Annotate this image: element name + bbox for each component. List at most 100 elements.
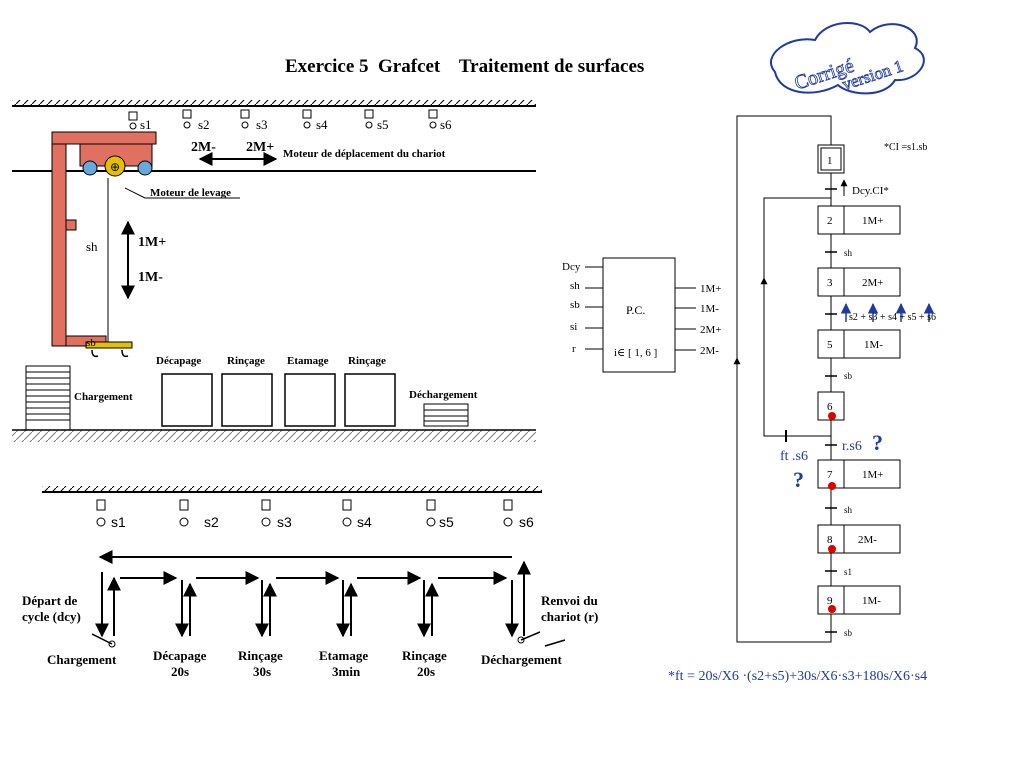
active-dot — [828, 545, 836, 553]
svg-text:2: 2 — [827, 215, 833, 227]
svg-text:6: 6 — [827, 401, 833, 413]
svg-text:s3: s3 — [256, 117, 268, 132]
transition-label: r.s6 — [842, 439, 862, 454]
svg-text:1M-: 1M- — [864, 339, 883, 351]
bottom-station-time: 3min — [332, 664, 361, 679]
svg-text:1M-: 1M- — [862, 595, 881, 607]
svg-text:s1: s1 — [111, 514, 126, 530]
lift-up-label: 1M+ — [138, 235, 166, 250]
move-minus-label: 2M- — [191, 140, 216, 155]
question-mark: ? — [872, 430, 883, 455]
bottom-station-time: 20s — [171, 664, 189, 679]
corrige-stamp: Corrigé version 1 — [770, 21, 925, 95]
unload-label: Déchargement — [409, 389, 478, 401]
pc-input: sb — [570, 299, 580, 311]
svg-text:1: 1 — [827, 155, 833, 167]
grafcet-step-8: 8 2M- — [817, 524, 901, 554]
sensor-b-label: sb — [86, 337, 96, 349]
pc-label: P.C. — [626, 303, 645, 317]
question-mark: ? — [793, 467, 804, 492]
lift-motor-label: Moteur de levage — [150, 187, 231, 199]
bottom-station-name: Déchargement — [481, 652, 563, 667]
svg-text:s5: s5 — [439, 514, 454, 530]
ci-note: *CI =s1.sb — [884, 142, 927, 153]
bottom-station-time: 20s — [417, 664, 435, 679]
transition-label: sb — [844, 628, 853, 638]
station-label: Décapage — [156, 355, 201, 367]
load-stack — [25, 365, 71, 431]
bottom-sensor-s2: s2 — [179, 499, 219, 530]
top-sensor-s2: s2 — [182, 109, 210, 132]
bottom-drawing: s1 s2 s3 s4 s5 s6 — [22, 486, 598, 679]
pc-output: 1M- — [700, 303, 719, 315]
top-sensor-s5: s5 — [364, 109, 389, 132]
top-drawing: s1 s2 s3 s4 s5 s6 ⊕ 2M- 2M+ Moteur de dé… — [12, 100, 536, 442]
pc-block: P.C. i∈ [ 1, 6 ] Dcy sh sb si r 1M+ 1M- … — [562, 257, 721, 373]
transition-3-arrows — [840, 302, 935, 322]
crane-trolley: ⊕ — [51, 131, 157, 358]
bottom-station-name: Etamage — [319, 648, 368, 663]
active-dot — [828, 482, 836, 490]
svg-text:7: 7 — [827, 469, 833, 481]
return-label-2: chariot (r) — [541, 609, 598, 624]
pc-output: 2M+ — [700, 324, 721, 336]
svg-text:3: 3 — [827, 277, 833, 289]
pc-input: sh — [570, 280, 580, 292]
bottom-sensor-s6: s6 — [503, 499, 534, 530]
svg-text:5: 5 — [827, 339, 833, 351]
svg-text:8: 8 — [827, 534, 833, 546]
page-title: Exercice 5 Grafcet Traitement de surface… — [285, 56, 645, 77]
pc-input: Dcy — [562, 261, 581, 273]
unload-stack — [423, 403, 469, 427]
transition-label: sh — [844, 248, 853, 258]
svg-text:s6: s6 — [440, 117, 452, 132]
transition-label: sh — [844, 505, 853, 515]
move-motor-label: Moteur de déplacement du chariot — [283, 148, 446, 160]
grafcet-step-3: 3 2M+ — [817, 267, 901, 297]
svg-text:s4: s4 — [316, 117, 328, 132]
svg-text:2M-: 2M- — [858, 534, 877, 546]
pc-input: r — [572, 343, 576, 355]
start-label-1: Départ de — [22, 593, 77, 608]
svg-text:1M+: 1M+ — [862, 215, 883, 227]
bottom-sensor-s1: s1 — [96, 499, 126, 530]
active-dot — [828, 412, 836, 420]
pc-output: 1M+ — [700, 283, 721, 295]
svg-text:s5: s5 — [377, 117, 389, 132]
top-sensor-s6: s6 — [428, 109, 452, 132]
grafcet: 1 2 1M+ 3 2M+ 5 1M- 6 7 1M+ — [733, 115, 936, 643]
bottom-station-name: Rinçage — [402, 648, 447, 663]
bottom-sensor-s4: s4 — [342, 499, 372, 530]
pc-input: si — [570, 321, 577, 333]
svg-text:⊕: ⊕ — [110, 160, 120, 174]
pc-index: i∈ [ 1, 6 ] — [614, 347, 657, 359]
station-label: Rinçage — [348, 355, 386, 367]
top-sensor-s1: s1 — [128, 111, 152, 132]
tanks — [161, 373, 396, 427]
bottom-sensor-s5: s5 — [426, 499, 454, 530]
bottom-sensor-s3: s3 — [261, 499, 292, 530]
svg-text:s6: s6 — [519, 514, 534, 530]
svg-text:2M+: 2M+ — [862, 277, 883, 289]
ft-formula: *ft = 20s/X6 ·(s2+s5)+30s/X6·s3+180s/X6·… — [668, 669, 927, 684]
svg-text:s4: s4 — [357, 514, 372, 530]
top-sensor-s4: s4 — [302, 109, 328, 132]
return-label-1: Renvoi du — [541, 593, 598, 608]
load-label: Chargement — [74, 391, 133, 403]
bottom-station-time: 30s — [253, 664, 271, 679]
lift-down-label: 1M- — [138, 270, 163, 285]
svg-text:9: 9 — [827, 595, 833, 607]
active-dot — [828, 605, 836, 613]
move-plus-label: 2M+ — [246, 140, 274, 155]
transition-label: s1 — [844, 567, 852, 577]
transition-label: sb — [844, 371, 853, 381]
svg-text:1M+: 1M+ — [862, 469, 883, 481]
bottom-station-name: Rinçage — [238, 648, 283, 663]
station-label: Rinçage — [227, 355, 265, 367]
transition-label: ft .s6 — [780, 449, 808, 464]
start-label-2: cycle (dcy) — [22, 609, 81, 624]
sensor-h-label: sh — [86, 239, 98, 254]
grafcet-step-7: 7 1M+ — [817, 459, 901, 489]
svg-text:s2: s2 — [198, 117, 210, 132]
